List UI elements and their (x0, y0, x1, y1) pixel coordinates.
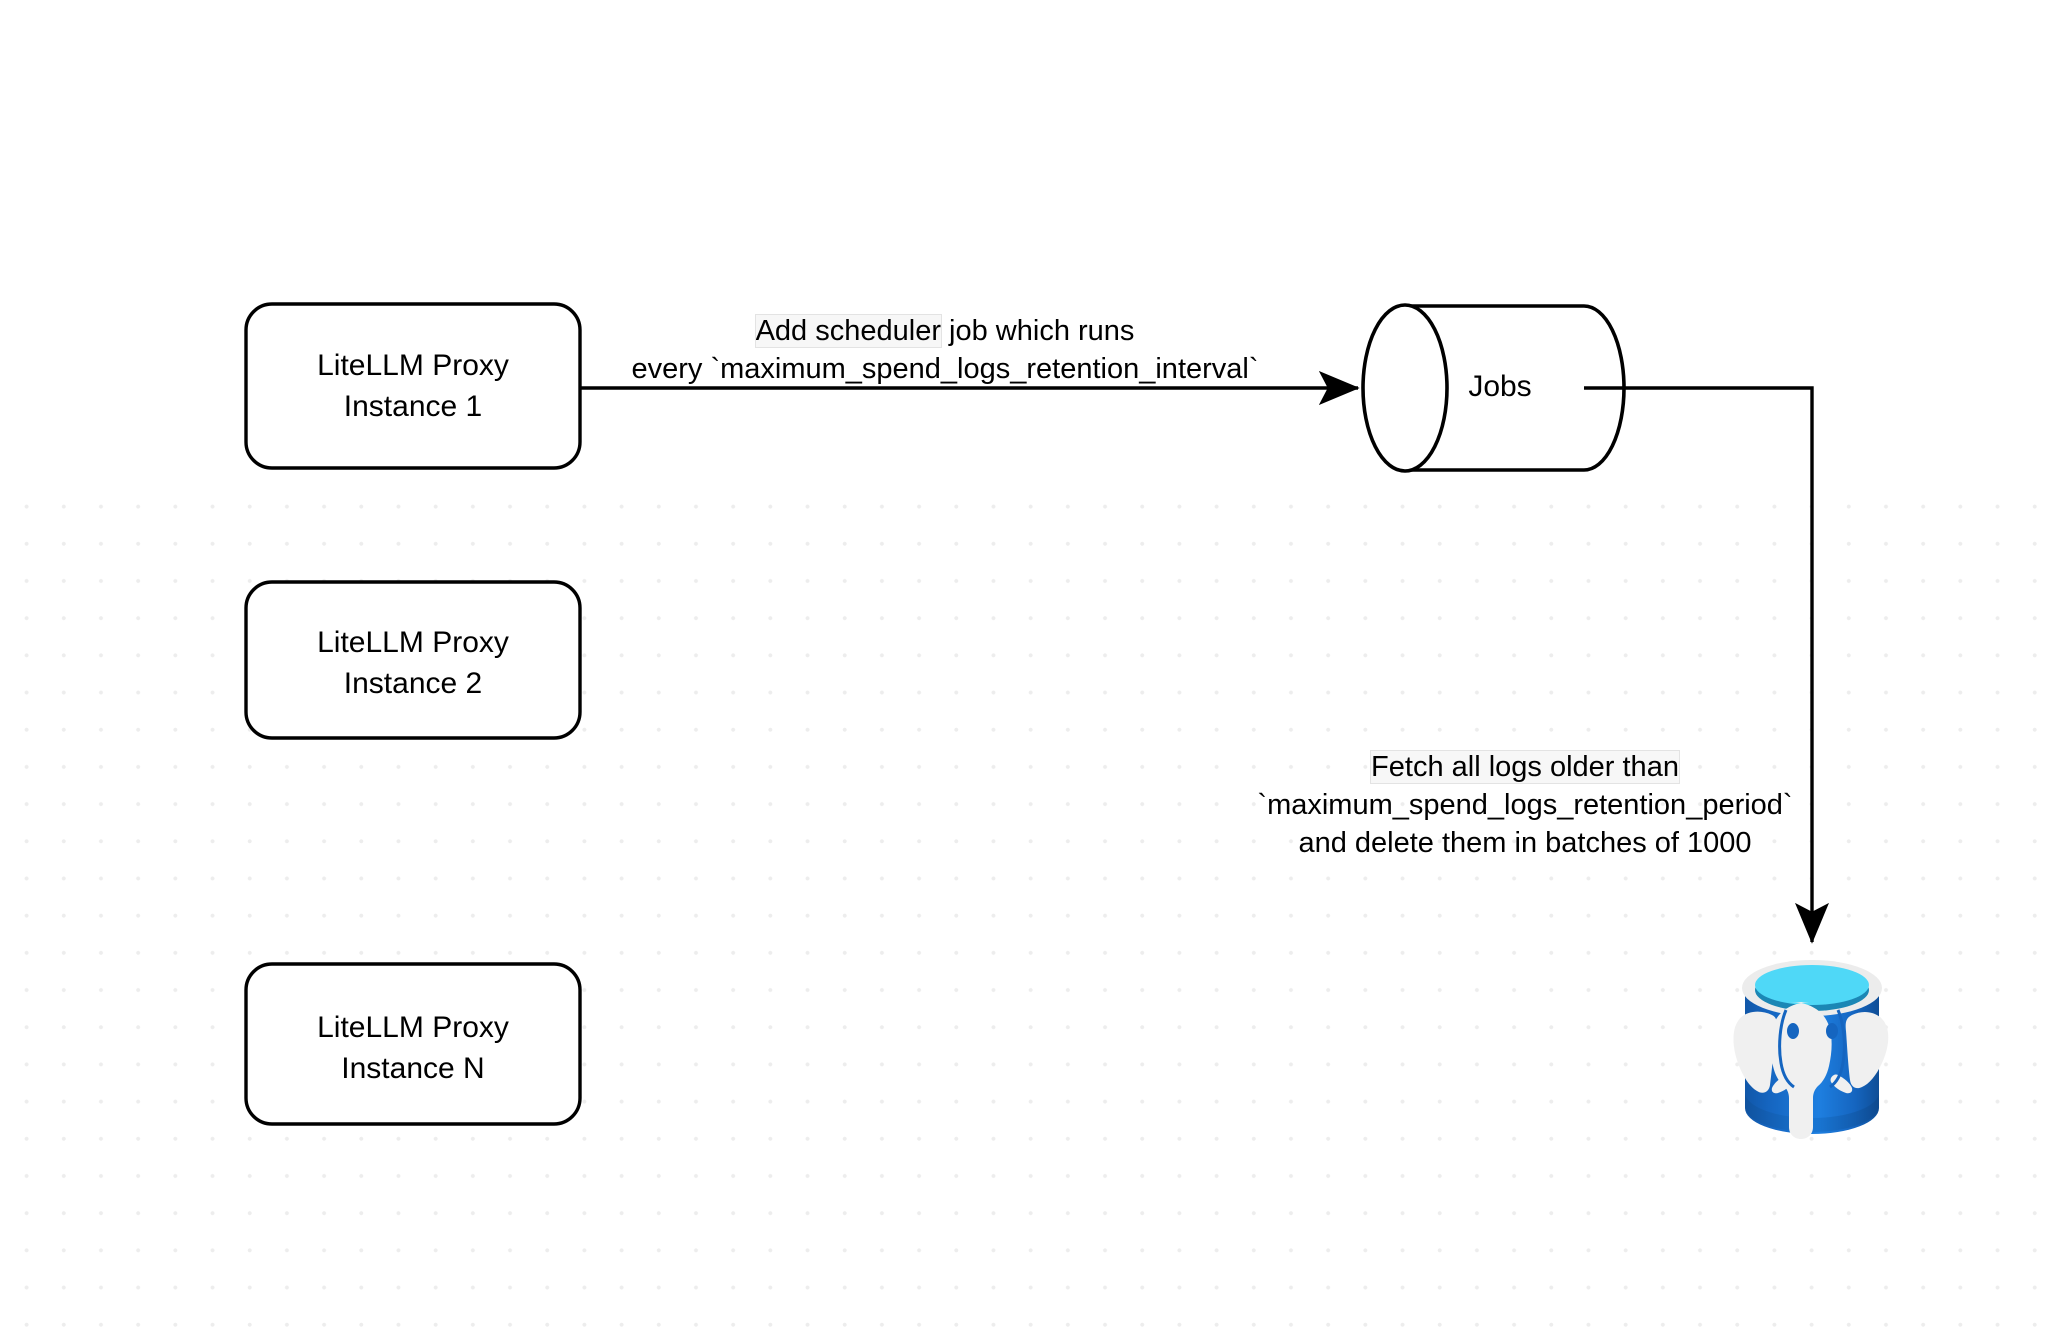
node-jobs-queue[interactable] (1361, 303, 1626, 473)
postgres-top-fill (1755, 965, 1869, 1005)
edge2-label-line2: `maximum_spend_logs_retention_period` (1257, 789, 1793, 821)
edge2-label-highlight: Fetch all logs older than (1370, 750, 1680, 784)
postgres-elephant-eyes (1787, 1023, 1838, 1039)
edge-proxy1-to-jobs-label: Add scheduler job which runs every `maxim… (600, 312, 1290, 388)
node-proxy-instance-1[interactable] (244, 302, 582, 470)
edge1-label-line2: every `maximum_spend_logs_retention_inte… (631, 353, 1259, 385)
edge-jobs-to-postgres (1584, 386, 1829, 944)
edge1-label-highlight: Add scheduler (754, 314, 942, 348)
node-proxy-instance-n[interactable] (244, 962, 582, 1126)
node-proxy-instance-2[interactable] (244, 580, 582, 740)
node-postgres-database[interactable] (1733, 960, 1889, 1139)
postgresql-elephant-icon (1733, 1002, 1889, 1139)
edge1-label-rest: job which runs (940, 315, 1135, 347)
postgres-elephant-outline (1778, 1009, 1846, 1089)
edge-jobs-to-postgres-label: Fetch all logs older than `maximum_spend_… (1245, 748, 1805, 862)
edge2-label-line3: and delete them in batches of 1000 (1298, 827, 1752, 859)
